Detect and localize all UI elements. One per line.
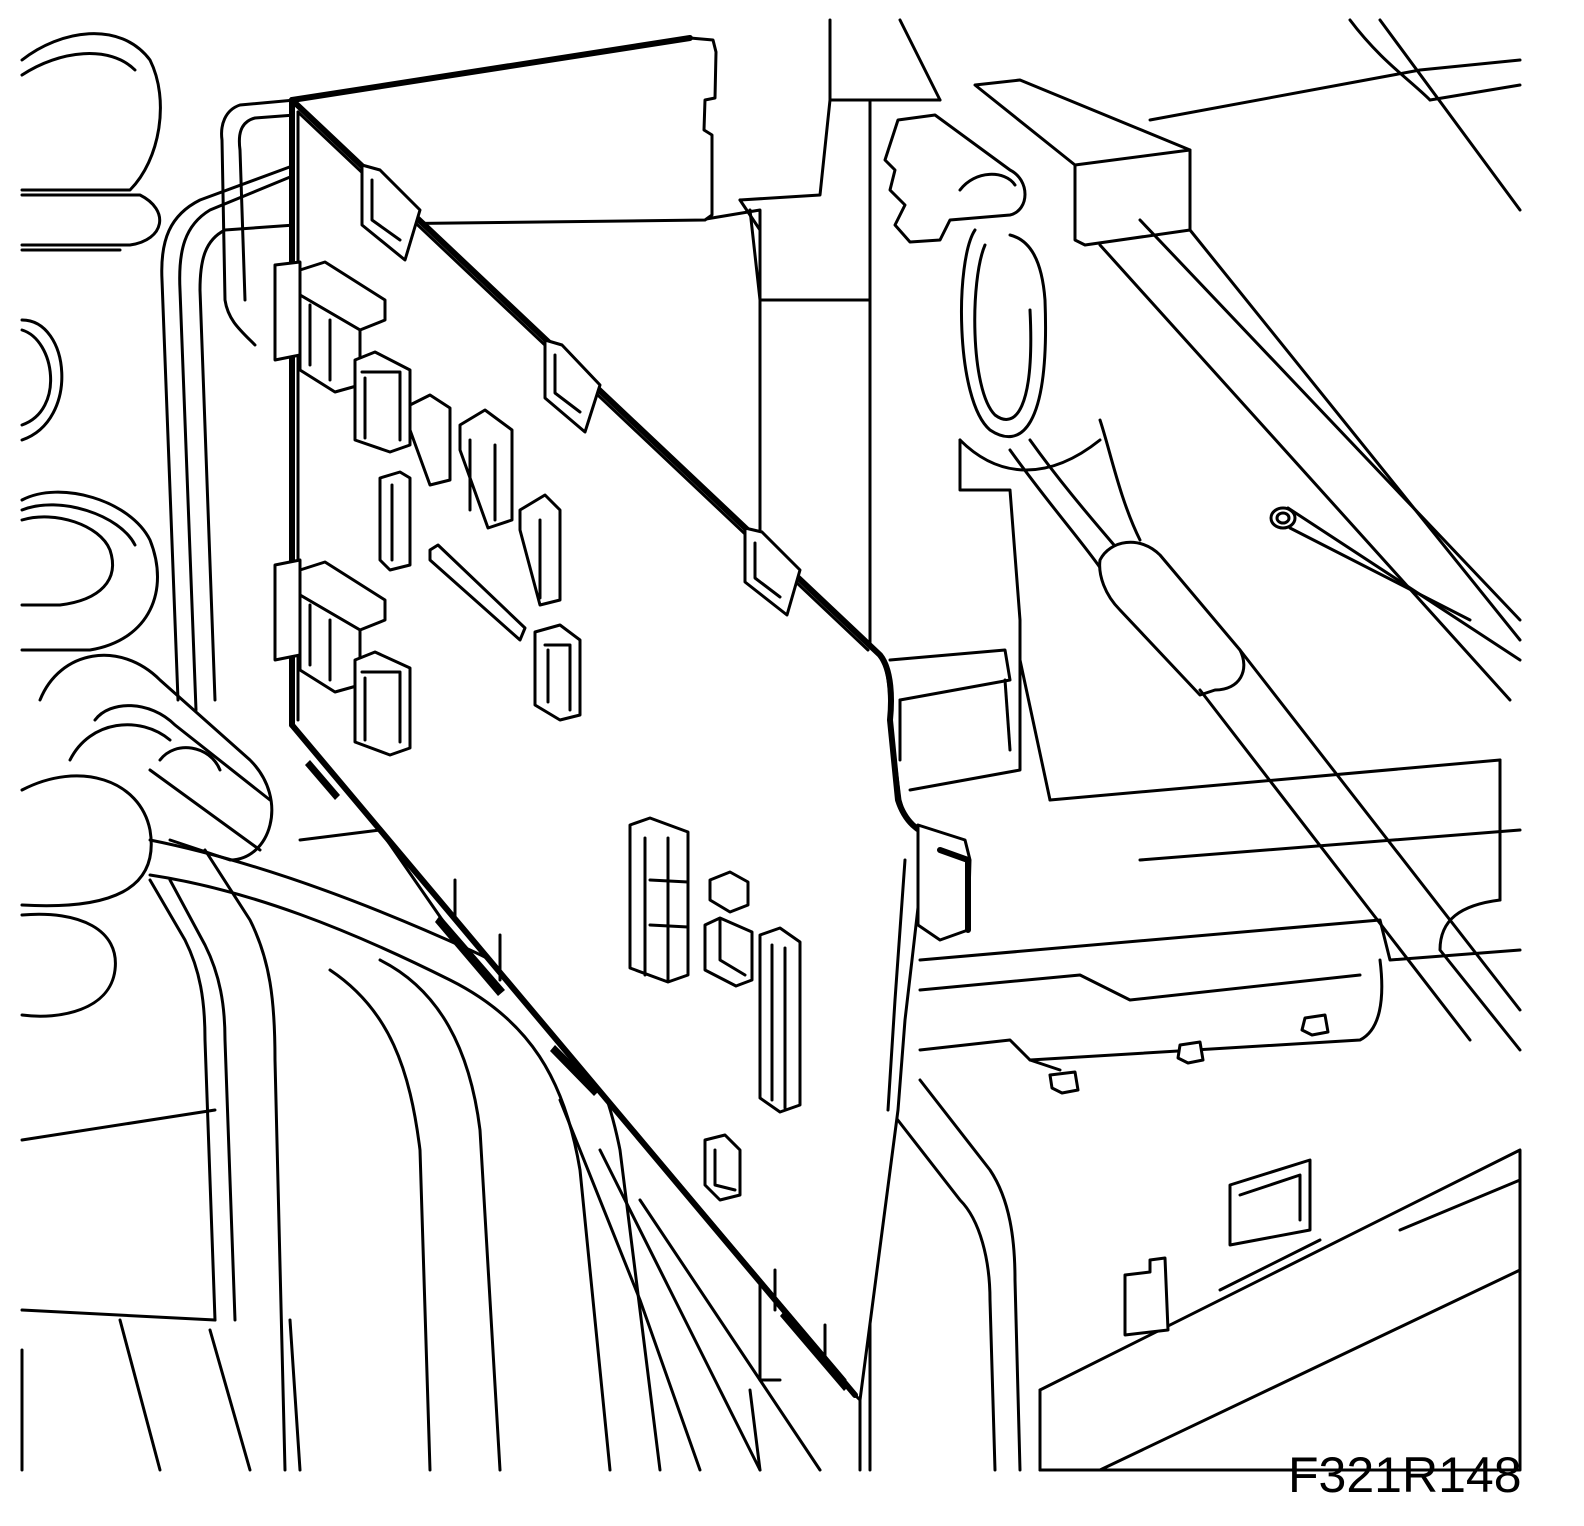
right-structure — [888, 18, 1522, 1472]
lower-centre — [748, 648, 1012, 1472]
left-components — [20, 32, 302, 1472]
top-connectors — [883, 78, 1522, 1042]
panel-sockets — [298, 260, 802, 1202]
figure-code-label: F321R148 — [1288, 1447, 1522, 1503]
